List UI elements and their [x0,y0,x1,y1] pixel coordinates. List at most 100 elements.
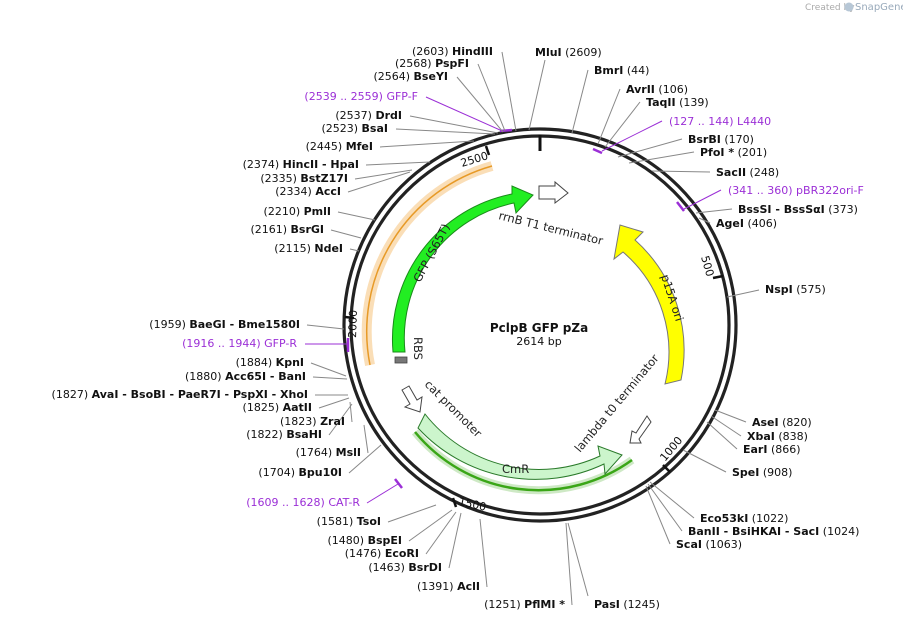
enzyme-label[interactable]: NspI (575) [765,283,826,296]
enzyme-leader-line [647,483,683,532]
enzyme-name: BaeGI - Bme1580I [189,318,300,331]
enzyme-name: NdeI [314,242,343,255]
enzyme-leader-line [706,421,738,450]
enzyme-label[interactable]: (2523) BsaI [321,122,388,135]
enzyme-label[interactable]: (1822) BsaHI [246,428,322,441]
gfp-feature-arrow[interactable] [391,185,534,353]
primer-label[interactable]: (1916 .. 1944) GFP-R [182,337,297,350]
enzyme-label[interactable]: AvrII (106) [626,83,688,96]
enzyme-label[interactable]: (1764) MslI [296,446,361,459]
enzyme-name: EarI [743,443,767,456]
enzyme-label[interactable]: (1704) Bpu10I [258,466,342,479]
enzyme-label[interactable]: BsrBI (170) [688,133,754,146]
enzyme-position: (1022) [748,512,788,525]
enzyme-label[interactable]: (1581) TsoI [317,515,381,528]
enzyme-label[interactable]: SpeI (908) [732,466,792,479]
rbs-feature-box[interactable] [394,356,408,364]
enzyme-leader-line [477,63,506,132]
primer-label[interactable]: (341 .. 360) pBR322ori-F [728,184,864,197]
enzyme-label[interactable]: (2568) PspFI [395,57,469,70]
enzyme-name: TsoI [357,515,381,528]
enzyme-position: (2374) [243,158,283,171]
tick-1000 [662,464,671,473]
enzyme-position: (2537) [335,109,375,122]
enzyme-label[interactable]: (1959) BaeGI - Bme1580I [149,318,300,331]
enzyme-leader-line [604,101,641,148]
enzyme-label[interactable]: (1463) BsrDI [368,561,442,574]
enzyme-label[interactable]: (1391) AclI [417,580,480,593]
enzyme-position: (838) [775,430,808,443]
enzyme-label[interactable]: (2210) PmlI [264,205,331,218]
enzyme-label[interactable]: BanII - BsiHKAI - SacI (1024) [688,525,859,538]
enzyme-label[interactable]: (1476) EcoRI [345,547,419,560]
enzyme-position: (2523) [321,122,361,135]
enzyme-position: (575) [793,283,826,296]
enzyme-label[interactable]: (1880) Acc65I - BanI [185,370,306,383]
enzyme-label[interactable]: TaqII (139) [646,96,709,109]
primer-label[interactable]: (127 .. 144) L4440 [669,115,771,128]
enzyme-name: BsrGI [291,223,324,236]
green-arc-line [414,431,633,492]
tick-2000 [344,315,355,320]
enzyme-leader-line [330,229,362,239]
enzyme-label[interactable]: EarI (866) [743,443,801,456]
enzyme-name: Acc65I - BanI [225,370,306,383]
tick-500 [712,274,724,280]
enzyme-position: (1880) [185,370,225,383]
enzyme-name: BsrBI [688,133,721,146]
enzyme-name: MluI [535,46,562,59]
enzyme-label[interactable]: MluI (2609) [535,46,602,59]
lambda-terminator-arrow[interactable] [629,415,652,444]
enzyme-leader-line [651,170,711,173]
enzyme-name: PfoI * [700,146,734,159]
primer-mark-pbr322ori-f [676,201,685,212]
enzyme-label[interactable]: PasI (1245) [594,598,660,611]
p15a-ori-arrow[interactable] [613,224,685,385]
enzyme-label[interactable]: (2603) HindIII [412,45,493,58]
enzyme-label[interactable]: (2537) DrdI [335,109,402,122]
rrnb-terminator-label: rrnB T1 terminator [497,208,604,248]
enzyme-label[interactable]: ScaI (1063) [676,538,742,551]
enzyme-label[interactable]: BssSI - BssSαI (373) [738,203,858,216]
enzyme-label[interactable]: Eco53kI (1022) [700,512,788,525]
enzyme-leader-line [409,115,499,134]
enzyme-name: PspFI [435,57,469,70]
cat-promoter-arrow[interactable] [401,385,423,413]
enzyme-label[interactable]: SacII (248) [716,166,779,179]
enzyme-label[interactable]: (1251) PflMI * [484,598,565,611]
enzyme-leader-line [617,138,683,158]
enzyme-label[interactable]: (2334) AccI [275,185,341,198]
enzyme-label[interactable]: (2445) MfeI [306,140,373,153]
enzyme-label[interactable]: AgeI (406) [716,217,777,230]
enzyme-label[interactable]: (2115) NdeI [274,242,343,255]
enzyme-label[interactable]: (2374) HincII - HpaI [243,158,359,171]
primer-label[interactable]: (2539 .. 2559) GFP-F [304,90,418,103]
enzyme-label[interactable]: (2564) BseYI [373,70,448,83]
enzyme-label[interactable]: (1825) AatII [243,401,312,414]
enzyme-name: BmrI [594,64,623,77]
enzyme-label[interactable]: (2161) BsrGI [250,223,324,236]
enzyme-position: (2445) [306,140,346,153]
enzyme-label[interactable]: (1823) ZraI [280,415,345,428]
enzyme-label[interactable]: (1884) KpnI [236,356,304,369]
enzyme-label[interactable]: BmrI (44) [594,64,649,77]
enzyme-label[interactable]: AseI (820) [752,416,812,429]
rbs-feature-label: RBS [411,337,425,360]
enzyme-label[interactable]: XbaI (838) [747,430,808,443]
enzyme-leader-line [567,522,589,597]
enzyme-position: (2609) [562,46,602,59]
enzyme-label[interactable]: (1480) BspEI [328,534,403,547]
enzyme-name: TaqII [646,96,676,109]
enzyme-label[interactable]: (2335) BstZ17I [260,172,348,185]
enzyme-label[interactable]: PfoI * (201) [700,146,767,159]
primer-label[interactable]: (1609 .. 1628) CAT-R [246,496,360,509]
enzyme-label[interactable]: (1827) AvaI - BsoBI - PaeR7I - PspXI - X… [52,388,308,401]
enzyme-position: (2568) [395,57,435,70]
enzyme-leader-line [714,409,747,423]
cmr-feature-arrow[interactable] [417,413,623,480]
enzyme-position: (2115) [274,242,314,255]
backbone-outer-ring [342,127,738,523]
enzyme-leader-line [349,248,360,252]
rrnb-terminator-arrow[interactable] [538,180,569,205]
enzyme-leader-line [571,69,589,134]
